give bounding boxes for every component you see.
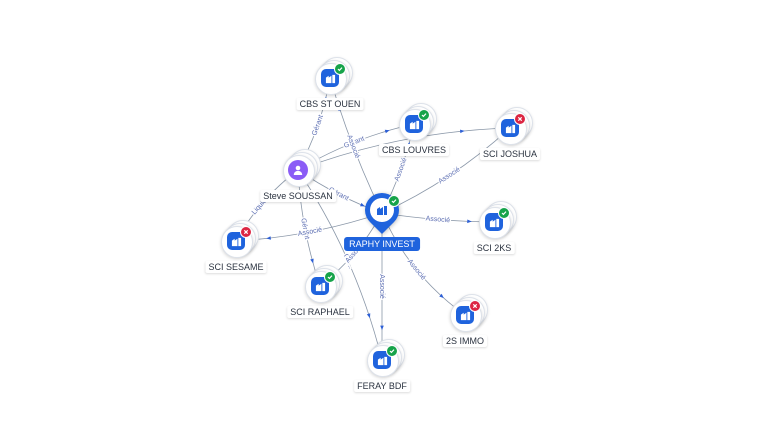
cross-icon: [514, 113, 526, 125]
edge-arrow: [310, 258, 314, 264]
edge-label: Associé: [437, 166, 461, 185]
edge-arrow: [366, 313, 371, 319]
edge-arrow: [384, 129, 390, 134]
edge-arrow: [380, 325, 384, 331]
cross-icon: [240, 226, 252, 238]
edge-steve_soussan-to-sci_joshua: [297, 127, 511, 171]
node-label: CBS ST OUEN: [296, 98, 364, 110]
edge-arrow: [266, 236, 271, 240]
building-icon: [405, 115, 423, 133]
edge-label: Associé: [378, 274, 385, 299]
person-icon: [288, 160, 308, 180]
edge-arrow: [360, 202, 365, 207]
node-label: SCI RAPHAEL: [287, 306, 353, 318]
edge-label: Gérant: [311, 114, 325, 137]
node-label: SCI SESAME: [205, 261, 267, 273]
edge-arrow: [459, 129, 465, 134]
node-label: CBS LOUVRES: [378, 144, 450, 156]
building-icon: [321, 69, 339, 87]
node-label: 2S IMMO: [442, 335, 488, 347]
edge-label: Associé: [406, 258, 427, 282]
building-icon: [370, 198, 394, 222]
edge-label: Associé: [394, 157, 409, 183]
edge-label: Associé: [425, 215, 450, 224]
check-icon: [334, 63, 346, 75]
node-label: SCI 2KS: [473, 242, 515, 254]
check-icon: [386, 345, 398, 357]
node-label: Steve SOUSSAN: [260, 190, 336, 202]
building-icon: [373, 351, 391, 369]
node-label: FERAY BDF: [354, 380, 410, 392]
check-icon: [324, 271, 336, 283]
center-node-label: RAPHY INVEST: [344, 237, 420, 251]
building-icon: [311, 277, 329, 295]
building-icon: [485, 213, 503, 231]
edge-arrow: [439, 293, 444, 299]
cross-icon: [469, 300, 481, 312]
building-icon: [456, 306, 474, 324]
edge-arrow: [467, 219, 472, 224]
check-icon: [498, 207, 510, 219]
edge-center-to-2s_immo: [381, 212, 466, 316]
building-icon: [227, 232, 245, 250]
check-icon: [418, 109, 430, 121]
node-label: SCI JOSHUA: [479, 148, 541, 160]
building-icon: [501, 119, 519, 137]
check-icon: [388, 195, 400, 207]
